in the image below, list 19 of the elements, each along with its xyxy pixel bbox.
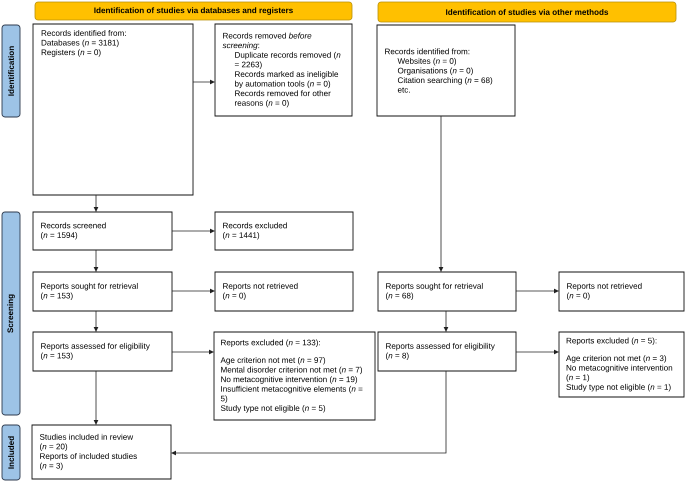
flow-box: Records screened (n = 1594) [32, 212, 172, 250]
phase-band: Identification [2, 24, 20, 118]
flow-box: Reports assessed for eligibility (n = 153) [32, 332, 172, 372]
flow-box: Reports not retrieved (n = 0) [214, 272, 354, 312]
phase-band: Screening [2, 212, 20, 416]
flow-box: Reports sought for retrieval (n = 153) [32, 272, 172, 312]
flow-box: Records identified from: Websites (n = 0) Organisations (n = 0) Citation searching (n = 68) etc. [376, 24, 516, 116]
flow-box: Reports not retrieved (n = 0) [558, 272, 684, 312]
flow-box: Reports excluded (n = 5): Age criterion not met (n = 3) No metacognitive intervention (n = 1) Study type not eligible (n = 1) [558, 332, 684, 398]
section-header: Identification of studies via other methods [378, 2, 676, 22]
section-header: Identification of studies via databases and registers [34, 2, 352, 20]
flow-box: Reports excluded (n = 133): Age criterion not met (n = 97) Mental disorder criterion not met (n = 7) No metacognitive intervention (n = 19) Insufficient metacognitive elements (n = 5) Study type not eligible (n = 5) [214, 332, 376, 420]
flow-box: Records excluded (n = 1441) [214, 212, 354, 250]
phase-band: Included [2, 424, 20, 480]
flow-box: Studies included in review (n = 20) Reports of included studies (n = 3) [32, 424, 172, 480]
flow-box: Reports assessed for eligibility (n = 8) [378, 332, 516, 372]
flow-box: Records removed before screening: Duplicate records removed (n = 2263) Records marked as ineligible by automation tools (n = 0) Records removed for other reasons (n = 0) [214, 24, 352, 116]
flow-box: Reports sought for retrieval (n = 68) [378, 272, 516, 312]
flow-box: Records identified from: Databases (n = 3181) Registers (n = 0) [32, 24, 194, 196]
